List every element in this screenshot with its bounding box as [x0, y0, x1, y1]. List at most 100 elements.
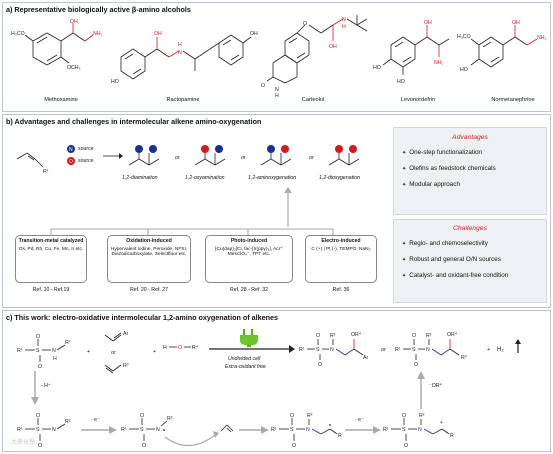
alkoxide-label: ⁻OR⁴ — [429, 383, 442, 389]
product-label-dioxygenation: 1,2-dioxygenation — [319, 175, 360, 181]
plus-sign-3: + — [487, 347, 491, 353]
svg-text:R²: R² — [65, 340, 71, 346]
nitrogen-radical: R¹ S O O N R² — [121, 413, 173, 449]
method-body: Hypervalent iodine, Peroxide, NFSI, Diaz… — [110, 246, 188, 258]
atom-oh: OH — [424, 20, 432, 26]
product-oxyamination — [194, 145, 226, 166]
svg-text:N: N — [418, 427, 422, 433]
carteolol-structure: O N H O OH N H — [261, 15, 368, 99]
molecule-name-carteolol: Carteolol — [301, 97, 325, 103]
alkene-reactants: Ar or R³ — [104, 331, 129, 374]
levonordefrin-structure: HO HO OH NH₂ — [373, 20, 450, 85]
method-title: Oxidation-induced — [126, 238, 172, 244]
main-reaction-arrow — [209, 345, 295, 353]
svg-text:+: + — [440, 420, 443, 426]
atom-oh: OH — [512, 20, 520, 26]
svg-text:R²: R² — [307, 413, 313, 419]
atom-ho: HO — [111, 79, 119, 85]
svg-text:N: N — [306, 427, 310, 433]
nucleophile-attack-arrow — [417, 371, 425, 409]
electron-label-1: - e⁻ — [91, 417, 100, 423]
method-box-oxidation: Oxidation-induced Hypervalent iodine, Pe… — [107, 235, 191, 283]
carbon-radical: R¹ S O O N R² R — [271, 413, 342, 449]
svg-text:N: N — [52, 427, 56, 433]
svg-text:O: O — [316, 333, 320, 339]
svg-text:O: O — [292, 443, 296, 449]
svg-text:R: R — [338, 433, 342, 439]
svg-text:O: O — [414, 362, 418, 368]
methoxamine-structure: H₃CO OH NH₂ OCH₃ — [11, 19, 103, 71]
condition-oxidant-free: Extra-oxidant free — [225, 364, 266, 370]
sulfonamide-reactant: R¹ S O O N H R² — [17, 334, 71, 370]
watermark: 大學化學 — [11, 440, 36, 446]
svg-text:R²: R² — [65, 419, 71, 425]
svg-text:Ar: Ar — [363, 355, 368, 361]
or-text-c: or — [381, 347, 386, 353]
or-text-2: or — [241, 155, 246, 161]
svg-text:O: O — [36, 334, 40, 340]
svg-text:S: S — [36, 427, 40, 433]
atom-oh: OH — [154, 31, 162, 37]
svg-text:R¹: R¹ — [299, 347, 305, 353]
section-b-panel: b) Advantages and challenges in intermol… — [2, 114, 551, 308]
electron-label-2: - e⁻ — [355, 417, 364, 423]
method-box-photo: Photo-induced [Cu(dap)₂]Cl, fac-[Ir(ppy)… — [205, 235, 293, 283]
method-box-electro: Electro-induced C (+) | Pt (-), TEMPO, N… — [305, 235, 377, 283]
o-source-label: source — [78, 158, 94, 164]
advantage-item: Olefins as feedstock chemicals — [402, 165, 546, 172]
method-title: Electro-induced — [321, 238, 361, 244]
condition-undivided-cell: Undivided cell — [228, 356, 261, 362]
svg-text:N: N — [156, 427, 160, 433]
section-c-title: c) This work: electro-oxidative intermol… — [6, 313, 279, 322]
svg-text:S: S — [290, 427, 294, 433]
product-label-oxyamination: 1,2-oxyamination — [185, 175, 225, 181]
advantages-heading: Advantages — [452, 134, 488, 141]
radical-addition-arrow — [164, 424, 234, 447]
method-ref: Ref. 28 - Ref. 32 — [229, 287, 269, 293]
svg-text:O: O — [142, 443, 146, 449]
section-b-title: b) Advantages and challenges in intermol… — [6, 117, 262, 126]
atom-ho: HO — [460, 67, 468, 73]
svg-text:Ar: Ar — [123, 331, 128, 337]
svg-text:R²: R² — [426, 333, 432, 339]
product-aminoxygenation — [260, 145, 292, 166]
oxidation-arrow-1 — [81, 426, 117, 434]
molecule-name-normetanephrine: Normetanephrine — [491, 97, 535, 103]
section-a-title: a) Representative biologically active β-… — [6, 5, 191, 14]
svg-text:R¹: R¹ — [383, 427, 389, 433]
svg-text:O: O — [412, 333, 416, 339]
o-source-icon: O — [67, 157, 75, 165]
n-source-label: source — [78, 146, 94, 152]
svg-text:H: H — [163, 345, 167, 351]
atom-ho-2: HO — [397, 79, 405, 85]
svg-text:R¹: R¹ — [271, 427, 277, 433]
method-title: Transition-metal catalyzed — [18, 238, 84, 244]
advantage-item: One-step functionalization — [402, 149, 546, 156]
svg-text:S: S — [36, 348, 40, 354]
svg-text:R²: R² — [419, 413, 425, 419]
carbocation: R¹ S O O N R² + R — [383, 413, 454, 449]
hydrogen-gas-label: H₂ — [497, 347, 504, 353]
svg-text:R: R — [450, 433, 454, 439]
normetanephrine-structure: H₃CO HO OH NH₂ — [457, 20, 547, 73]
product-dioxygenation — [328, 145, 360, 166]
or-text-1: or — [175, 155, 180, 161]
svg-text:R¹: R¹ — [17, 348, 23, 354]
method-body: C (+) | Pt (-), TEMPO, NaN₃ — [311, 246, 371, 252]
product-ar: R¹ S O O N R² OR⁴ Ar — [299, 332, 368, 368]
atom-nh2: NH₂ — [537, 35, 547, 41]
svg-text:R¹: R¹ — [395, 347, 401, 353]
method-ref: Ref. 20 - Ref. 27 — [129, 287, 169, 293]
advantages-panel: Advantages One-step functionalization Ol… — [393, 127, 547, 215]
arrow-to-carbon-radical — [239, 426, 269, 434]
svg-text:N: N — [426, 347, 430, 353]
section-c-panel: c) This work: electro-oxidative intermol… — [2, 310, 551, 452]
atom-n: N — [178, 50, 182, 56]
product-label-aminoxygenation: 1,2-aminoxygenation — [248, 175, 297, 181]
method-box-transition-metal: Transition-metal catalyzed Os, Pd, Rh, C… — [15, 235, 87, 283]
challenges-heading: Challenges — [452, 225, 487, 232]
svg-text:OR⁴: OR⁴ — [447, 332, 457, 338]
method-body: [Cu(dap)₂]Cl, fac-[Ir(ppy)₃], Acr⁺ MesCl… — [215, 246, 283, 258]
alcohol-reactant: H O R⁴ — [163, 345, 198, 351]
method-ref: Ref. 36 — [332, 287, 350, 293]
